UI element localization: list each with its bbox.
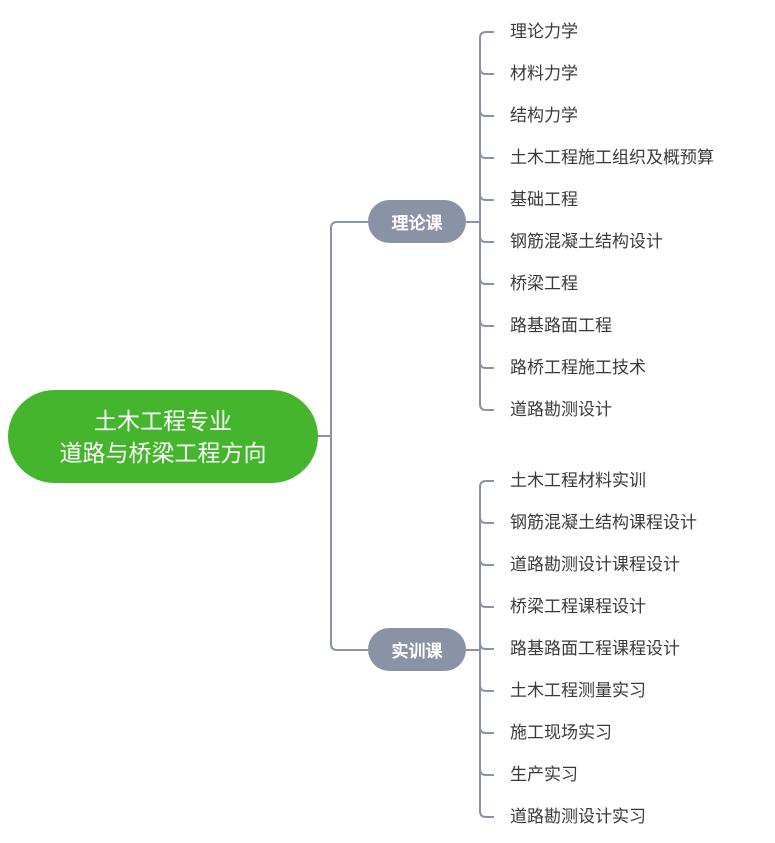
leaf-connector (479, 193, 494, 201)
leaf-bracket (479, 480, 494, 818)
leaf-node[interactable]: 施工现场实习 (510, 723, 612, 742)
leaf-node[interactable]: 生产实习 (510, 765, 578, 784)
branch-node-theory[interactable]: 理论课 (368, 200, 466, 243)
leaf-connector (479, 109, 494, 117)
root-node[interactable]: 土木工程专业 道路与桥梁工程方向 (8, 390, 318, 483)
branch-node-practice[interactable]: 实训课 (368, 628, 466, 671)
leaf-node[interactable]: 土木工程施工组织及概预算 (510, 148, 714, 167)
leaf-connector (479, 235, 494, 243)
branch-label: 理论课 (391, 214, 443, 233)
leaf-node[interactable]: 道路勘测设计 (510, 400, 612, 419)
leaf-node[interactable]: 结构力学 (510, 106, 578, 125)
leaf-node[interactable]: 材料力学 (510, 64, 578, 83)
leaf-node[interactable]: 道路勘测设计实习 (510, 807, 646, 826)
leaf-connector (479, 319, 494, 327)
leaf-connector (479, 600, 494, 608)
leaf-connector (479, 558, 494, 566)
leaf-bracket (479, 31, 494, 411)
root-title-line2: 道路与桥梁工程方向 (59, 439, 267, 466)
branch-connector (330, 221, 368, 651)
leaf-connector (479, 361, 494, 369)
root-title-line1: 土木工程专业 (94, 407, 232, 434)
leaf-connector (479, 684, 494, 692)
leaf-connector (479, 151, 494, 159)
leaf-node[interactable]: 道路勘测设计课程设计 (510, 555, 680, 574)
leaf-connector (479, 642, 494, 650)
leaf-node[interactable]: 钢筋混凝土结构设计 (510, 232, 663, 251)
leaf-node[interactable]: 土木工程材料实训 (510, 471, 646, 490)
leaf-node[interactable]: 桥梁工程课程设计 (510, 597, 646, 616)
leaf-node[interactable]: 基础工程 (510, 190, 578, 209)
leaf-connector (479, 768, 494, 776)
leaf-node[interactable]: 路基路面工程 (510, 316, 612, 335)
leaf-connector (479, 277, 494, 285)
leaf-node[interactable]: 路基路面工程课程设计 (510, 639, 680, 658)
leaf-node[interactable]: 土木工程测量实习 (510, 681, 646, 700)
leaf-node[interactable]: 理论力学 (510, 22, 578, 41)
leaf-node[interactable]: 路桥工程施工技术 (510, 358, 646, 377)
leaf-connector (479, 67, 494, 75)
leaf-node[interactable]: 桥梁工程 (510, 274, 578, 293)
leaf-connector (479, 516, 494, 524)
branch-label: 实训课 (391, 642, 443, 661)
leaf-connector (479, 726, 494, 734)
leaf-node[interactable]: 钢筋混凝土结构课程设计 (510, 513, 697, 532)
